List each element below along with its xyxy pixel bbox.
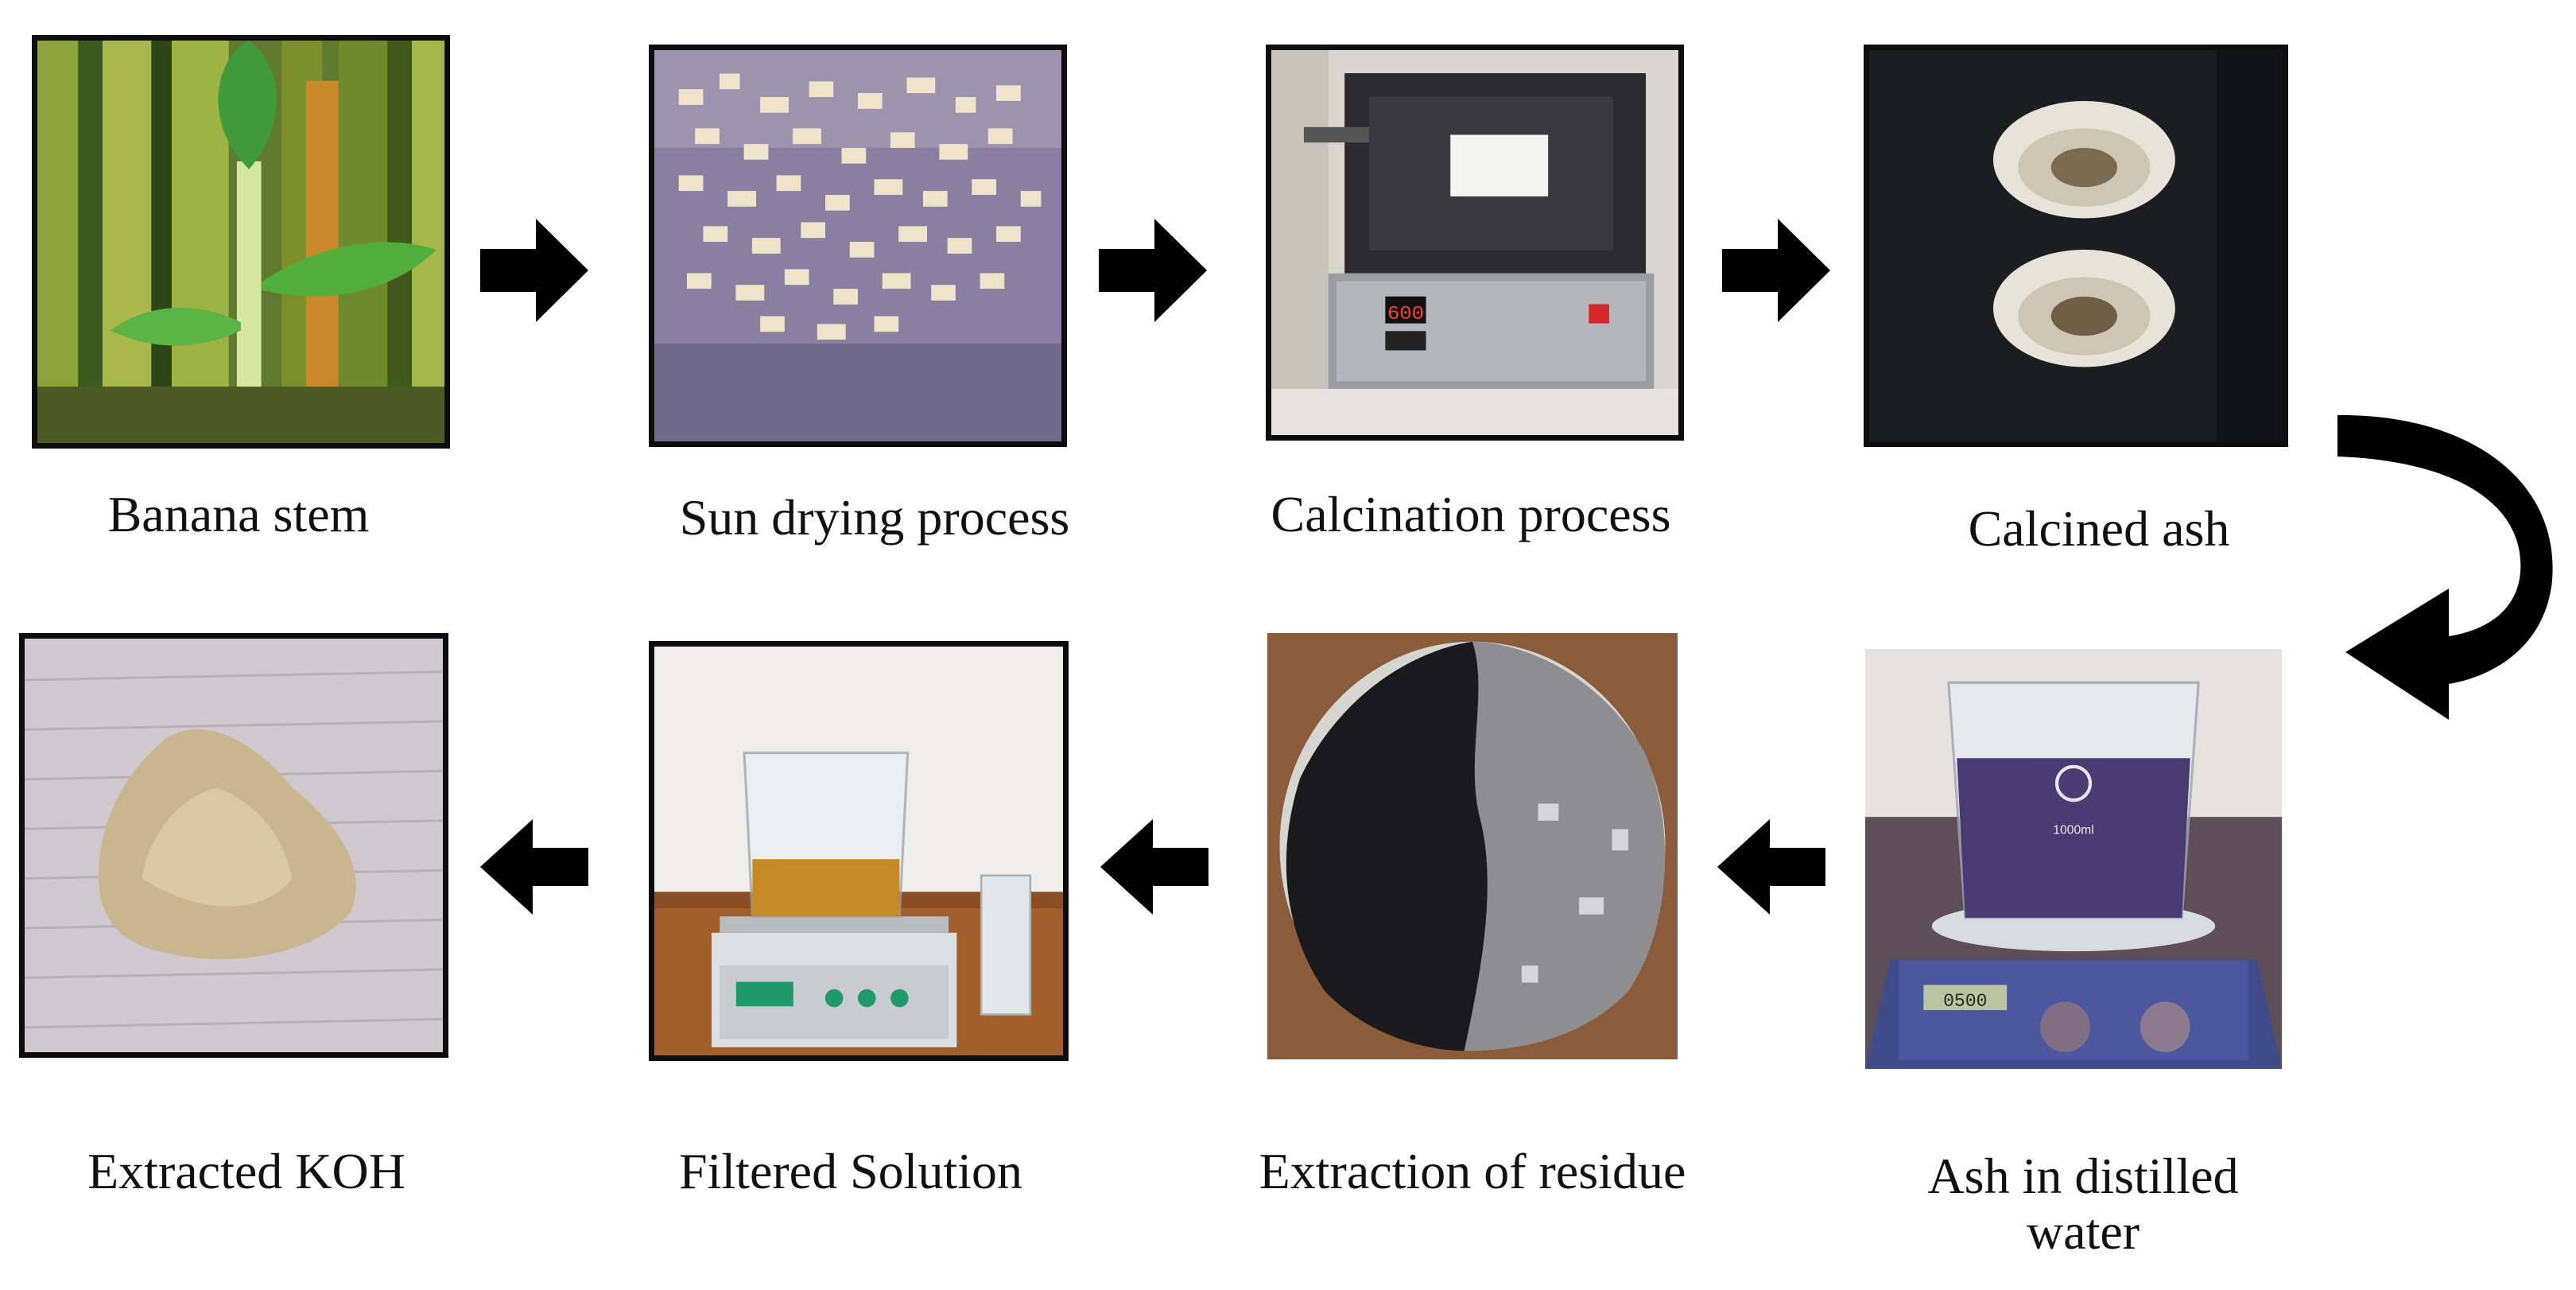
curved-arrow-icon	[2330, 406, 2568, 740]
banana-plant-icon	[37, 41, 444, 443]
step-caption-calcination: Calcination process	[1271, 486, 1671, 542]
stirrer-speed-display: 0500	[1943, 991, 1987, 1012]
step-caption-banana-stem: Banana stem	[107, 486, 370, 542]
beaker-volume-label: 1000ml	[2053, 823, 2094, 837]
furnace-temperature-display: 600	[1387, 303, 1424, 324]
step-caption-extracted-koh: Extracted KOH	[87, 1143, 405, 1199]
crucibles-with-ash-icon	[1869, 50, 2283, 441]
muffle-furnace-icon: 600	[1271, 50, 1678, 435]
calcined-ash-photo	[1864, 45, 2288, 447]
step-caption-ash-in-water: Ash in distilled water	[1927, 1148, 2239, 1261]
step-caption-extraction-residue: Extraction of residue	[1259, 1143, 1686, 1199]
black-residue-icon	[1267, 633, 1678, 1059]
step-caption-filtered-solution: Filtered Solution	[679, 1143, 1022, 1199]
sun-drying-photo	[649, 45, 1067, 447]
calcination-photo: 600	[1266, 45, 1684, 441]
right-arrow-icon	[480, 219, 588, 322]
banana-stem-photo	[32, 35, 450, 449]
step-caption-sun-drying: Sun drying process	[679, 489, 1070, 546]
left-arrow-icon	[1717, 819, 1825, 915]
left-arrow-icon	[480, 819, 588, 915]
beaker-on-balance-icon	[654, 647, 1063, 1055]
extracted-koh-photo	[19, 633, 448, 1058]
right-arrow-icon	[1722, 219, 1830, 322]
dried-chips-icon	[654, 50, 1061, 441]
powder-pile-icon	[25, 639, 443, 1052]
right-arrow-icon	[1099, 219, 1207, 322]
left-arrow-icon	[1100, 819, 1208, 915]
step-caption-calcined-ash: Calcined ash	[1968, 500, 2230, 557]
beaker-on-stirrer-icon: 0500 1000ml	[1865, 649, 2282, 1069]
ash-in-water-photo: 0500 1000ml	[1865, 649, 2282, 1069]
filtered-solution-photo	[649, 641, 1069, 1061]
extraction-residue-photo	[1267, 633, 1678, 1059]
